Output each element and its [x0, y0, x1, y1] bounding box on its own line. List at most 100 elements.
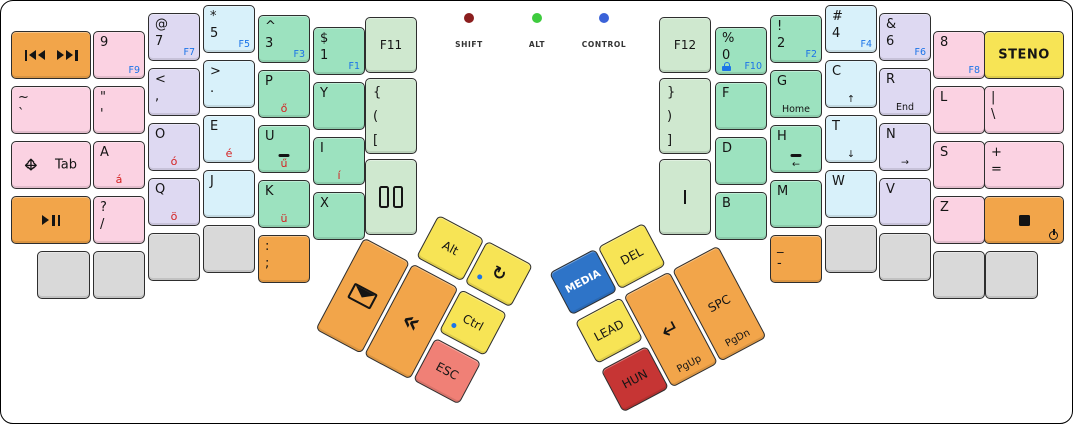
key-d[interactable]: D: [715, 137, 767, 185]
power-icon: [1048, 229, 1059, 240]
key-steno[interactable]: STENO: [984, 31, 1064, 79]
key-s[interactable]: S: [933, 141, 985, 189]
key-h[interactable]: H←: [770, 125, 822, 173]
key-n[interactable]: N→: [879, 123, 931, 171]
key-play-pause[interactable]: [11, 196, 91, 244]
key-period[interactable]: >.: [203, 60, 255, 108]
key-keypad-grid[interactable]: [659, 159, 711, 235]
key-blank-right-3[interactable]: [933, 251, 985, 299]
key-legend: ?: [100, 200, 107, 215]
key-legend: /: [100, 217, 105, 232]
key-legend: ,: [155, 89, 160, 104]
key-j[interactable]: J: [203, 170, 255, 218]
key-legend: STENO: [998, 47, 1050, 63]
key-legend: F6: [914, 46, 926, 58]
key-m[interactable]: M: [770, 180, 822, 228]
key-close-brackets[interactable]: })]: [659, 78, 711, 154]
key-question-slash[interactable]: ?/: [93, 196, 145, 244]
key-legend: H: [777, 129, 787, 144]
key-legend: MEDIA: [563, 267, 603, 297]
key-b[interactable]: B: [715, 192, 767, 240]
key-blank-right-1[interactable]: [825, 225, 877, 273]
key-w[interactable]: W: [825, 170, 877, 218]
key-legend: 7: [155, 34, 164, 49]
key-quote[interactable]: "': [93, 86, 145, 134]
key-blank-left-4[interactable]: [203, 225, 255, 273]
key-legend: `: [18, 107, 25, 122]
key-legend: ←: [792, 158, 800, 170]
key-legend: =: [991, 162, 1002, 177]
key-legend: Home: [781, 103, 811, 115]
key-y[interactable]: Y: [313, 82, 365, 130]
alt-led: [532, 13, 542, 23]
key-legend: W: [832, 174, 845, 189]
key-move-tab[interactable]: Tab↔↕: [11, 141, 91, 189]
key-f12[interactable]: F12: [659, 17, 711, 73]
key-open-brackets[interactable]: {([: [365, 78, 417, 154]
key-f[interactable]: F: [715, 82, 767, 130]
key-blank-left-2[interactable]: [93, 251, 145, 299]
key-legend: U: [265, 129, 275, 144]
keypad-grid-icon: [660, 160, 710, 234]
key-pipe-backslash[interactable]: |\: [984, 86, 1064, 134]
key-blank-right-4[interactable]: [985, 251, 1038, 299]
key-legend: F12: [673, 38, 697, 52]
key-plus-equals[interactable]: +=: [984, 141, 1064, 189]
key-c[interactable]: C↑: [825, 60, 877, 108]
key-x[interactable]: X: [313, 192, 365, 240]
key-legend: N: [886, 127, 896, 142]
key-l[interactable]: L: [933, 86, 985, 134]
key-legend: %: [722, 31, 735, 46]
key-blank-left-3[interactable]: [148, 233, 200, 281]
key-legend: F2: [805, 48, 817, 60]
key-legend: Y: [320, 86, 328, 101]
key-legend: 4: [832, 26, 841, 41]
key-underscore-dash[interactable]: _-: [770, 235, 822, 283]
key-stop-power[interactable]: [984, 196, 1064, 244]
key-f11[interactable]: F11: [365, 17, 417, 73]
key-legend: !: [777, 19, 783, 34]
key-legend: á: [115, 173, 123, 186]
key-legend: M: [777, 184, 789, 199]
key-t[interactable]: T↓: [825, 115, 877, 163]
key-v[interactable]: V: [879, 178, 931, 226]
key-legend: ~: [18, 90, 29, 105]
key-legend: >: [210, 64, 221, 79]
key-legend: *: [210, 9, 217, 24]
key-legend: J: [210, 174, 214, 189]
blue-dot-icon: [450, 322, 458, 329]
key-media-prev-next[interactable]: [11, 31, 91, 79]
key-window-panes[interactable]: [365, 159, 417, 235]
key-legend: -: [777, 256, 782, 271]
key-legend: F5: [238, 38, 250, 50]
indicator-control: CONTROL: [574, 13, 634, 49]
key-z[interactable]: Z: [933, 196, 985, 244]
key-blank-left-1[interactable]: [37, 251, 90, 299]
key-comma[interactable]: <,: [148, 68, 200, 116]
key-colon-semicolon[interactable]: :;: [258, 235, 310, 283]
key-legend: End: [895, 101, 915, 113]
shift-led: [464, 13, 474, 23]
key-tilde[interactable]: ~`: [11, 86, 91, 134]
key-blank-right-2[interactable]: [879, 233, 931, 281]
